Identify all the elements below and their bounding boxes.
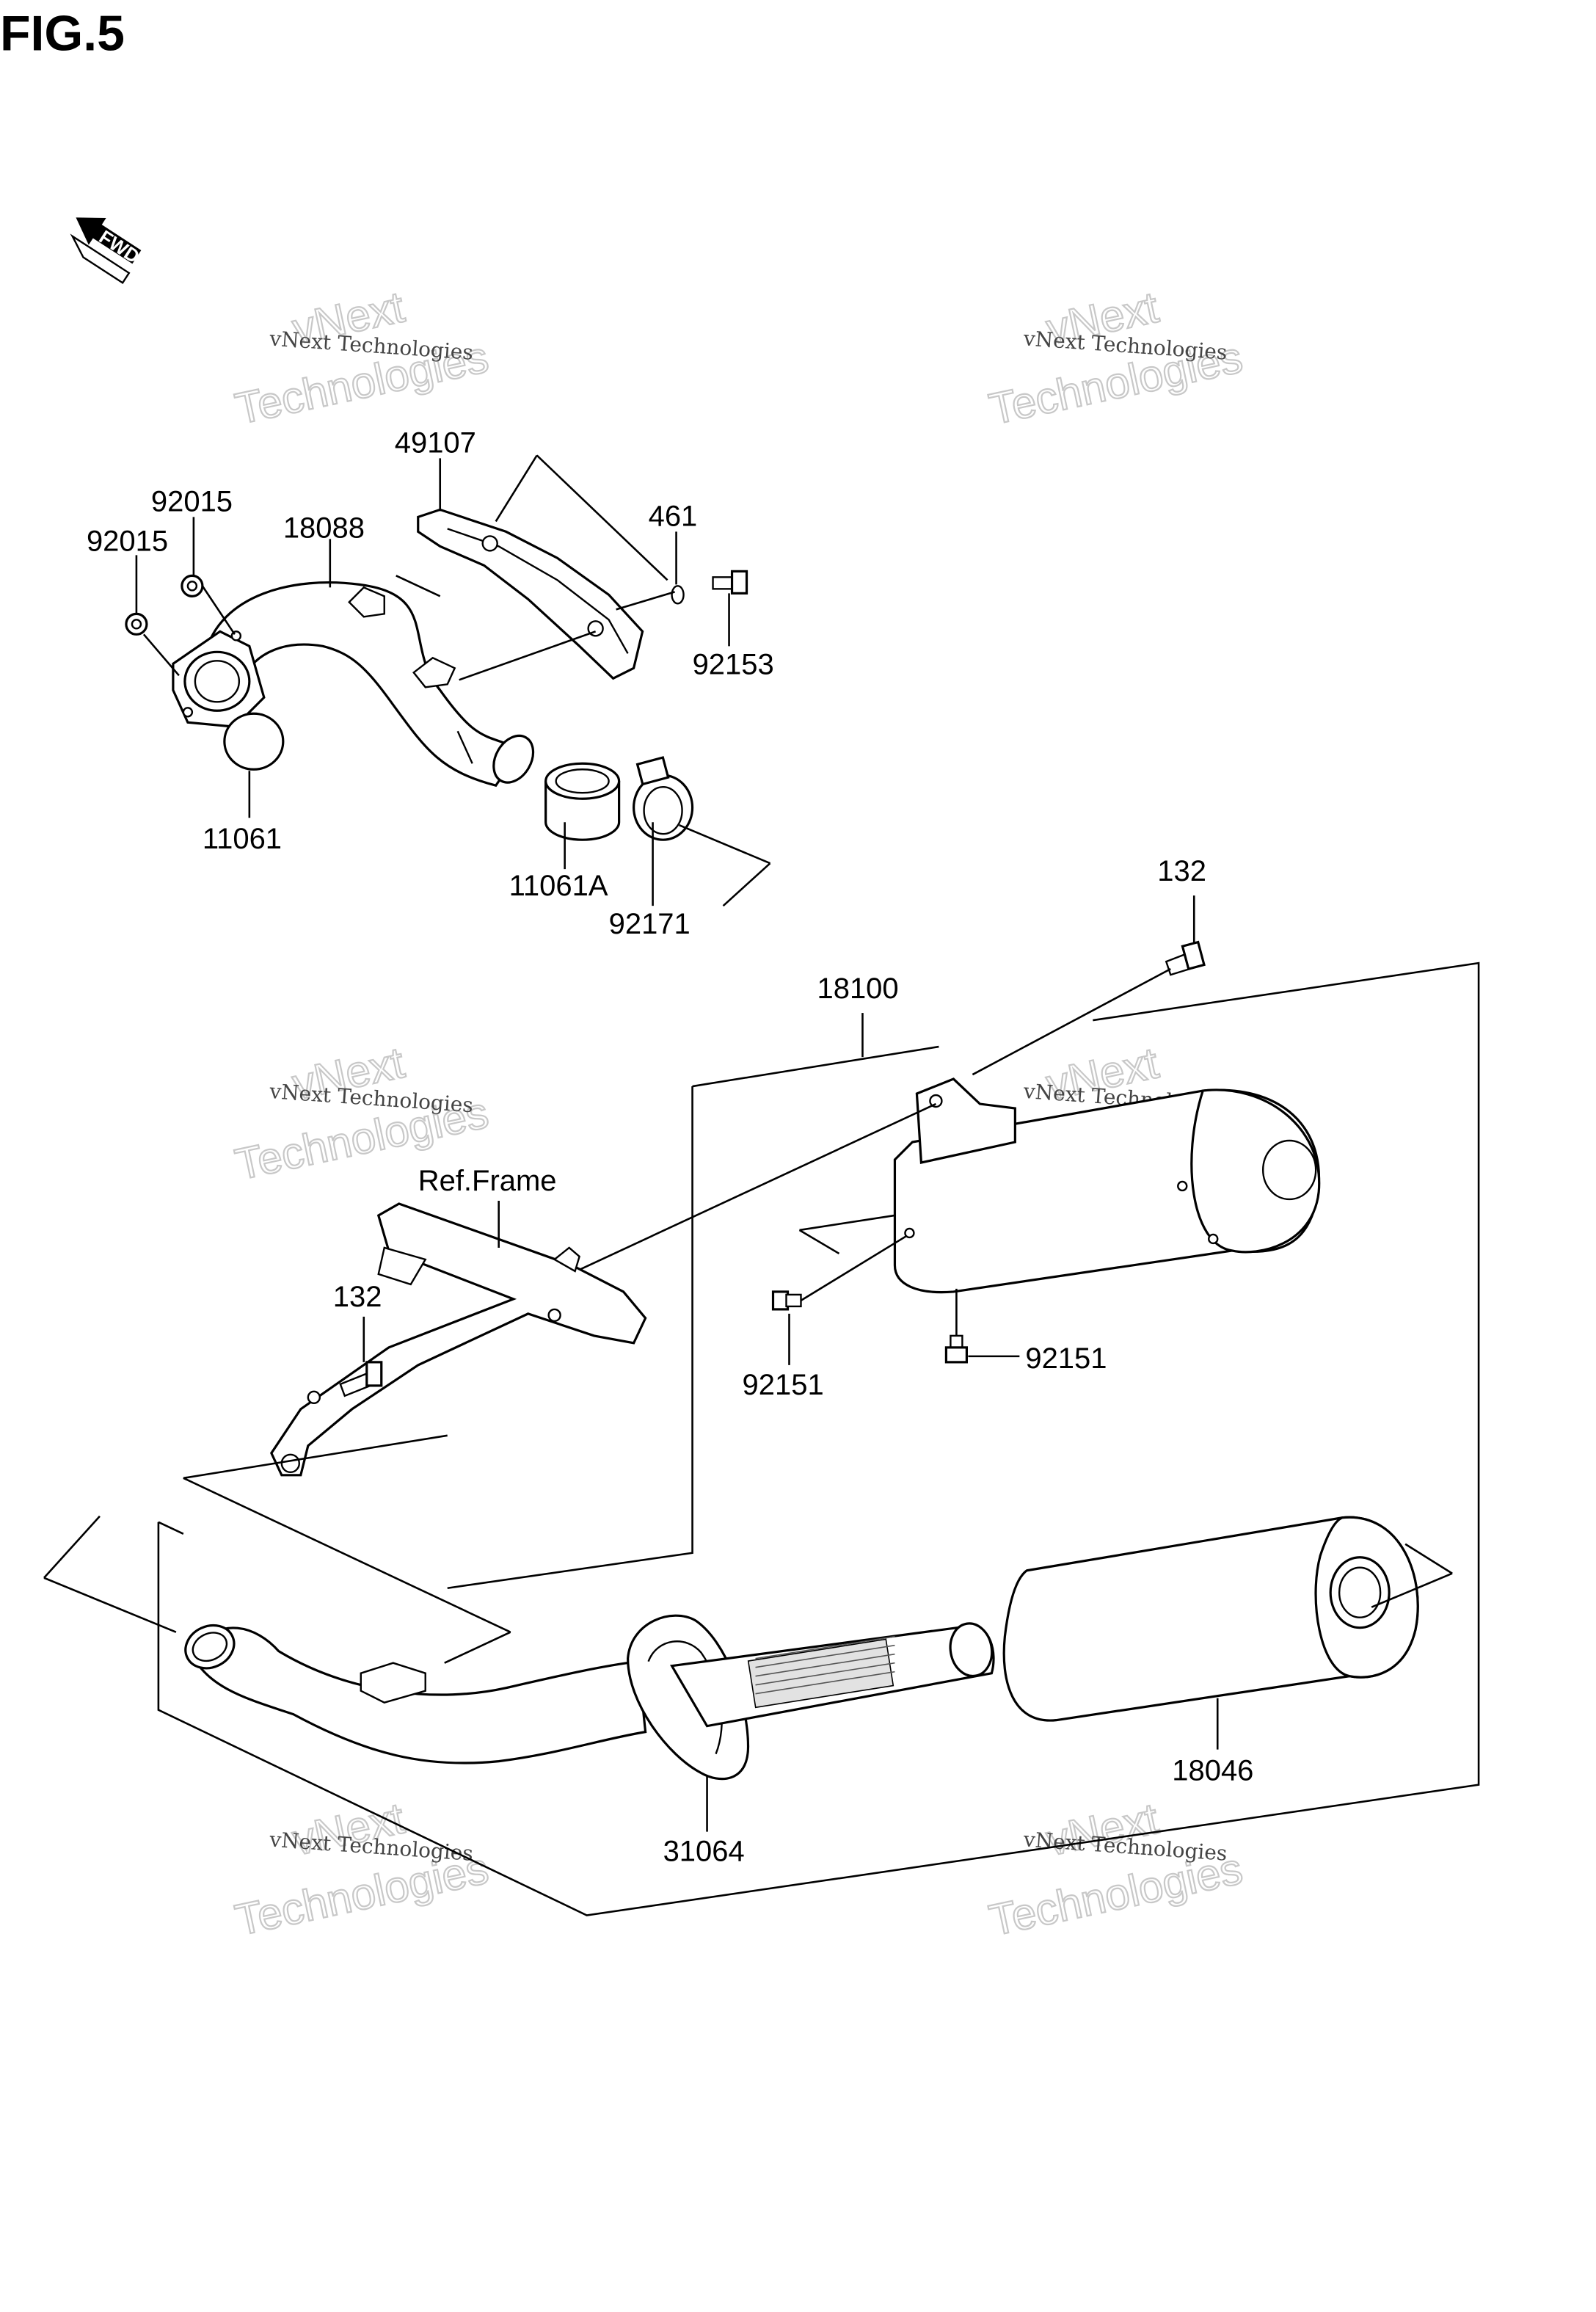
exhaust-header-pipe (172, 581, 535, 788)
nut-92015-lower (125, 612, 148, 636)
watermark-bottom-left: vNext Technologies vNext Technologies (230, 1792, 494, 1946)
washer (671, 585, 685, 605)
part-label-132: 132 (333, 1281, 382, 1313)
part-label-92015: 92015 (87, 525, 168, 557)
bolt-92151-right (944, 1334, 968, 1364)
part-label-49107: 49107 (395, 426, 476, 459)
part-label-31064: 31064 (663, 1836, 745, 1868)
part-label-92153: 92153 (693, 648, 774, 680)
bolt-92151-left (771, 1290, 802, 1311)
muffler-body (798, 1077, 1321, 1294)
part-label-92151: 92151 (743, 1369, 824, 1401)
part-label-92015: 92015 (151, 485, 233, 517)
watermark-top-right: vNext Technologies vNext Technologies (984, 282, 1247, 435)
muffler-assembly-outline (43, 961, 1480, 1916)
perforated-section (747, 1638, 894, 1709)
part-label-461: 461 (649, 500, 698, 532)
part-label-18046: 18046 (1172, 1755, 1253, 1787)
muffler-leader-lines (362, 895, 1195, 1365)
silencer-end-cap (627, 1614, 995, 1781)
watermark-top-left: vNext Technologies vNext Technologies (230, 281, 494, 435)
nut-92015-upper (181, 574, 204, 597)
part-label-132: 132 (1157, 855, 1206, 887)
part-labels: 49107 92015 92015 18088 461 92153 11061 … (87, 426, 1253, 1867)
bolt-132-frame (339, 1361, 383, 1397)
gasket-ring (223, 712, 285, 771)
part-label-11061A: 11061A (509, 870, 608, 902)
heat-guard (417, 508, 644, 680)
part-label-92171: 92171 (609, 908, 690, 940)
part-label-11061: 11061 (203, 823, 282, 855)
connector-pipe (544, 762, 621, 841)
frame-bracket (270, 1202, 647, 1477)
part-label-92151: 92151 (1025, 1342, 1107, 1375)
silencer-body (1002, 1516, 1419, 1722)
part-label-18100: 18100 (817, 973, 898, 1005)
lower-leader-lines (706, 1543, 1453, 1832)
figure-title: FIG.5 (0, 6, 125, 62)
inlet-pipe (184, 1624, 647, 1764)
part-label-ref-frame: Ref.Frame (418, 1165, 557, 1197)
bolt-92153 (712, 570, 748, 595)
watermark-bottom-right: vNext Technologies vNext Technologies (984, 1793, 1247, 1946)
upper-leader-lines (135, 454, 771, 907)
fwd-arrow-icon: FWD (70, 217, 144, 284)
bolt-132-top (1165, 940, 1206, 976)
part-label-18088: 18088 (283, 512, 365, 544)
